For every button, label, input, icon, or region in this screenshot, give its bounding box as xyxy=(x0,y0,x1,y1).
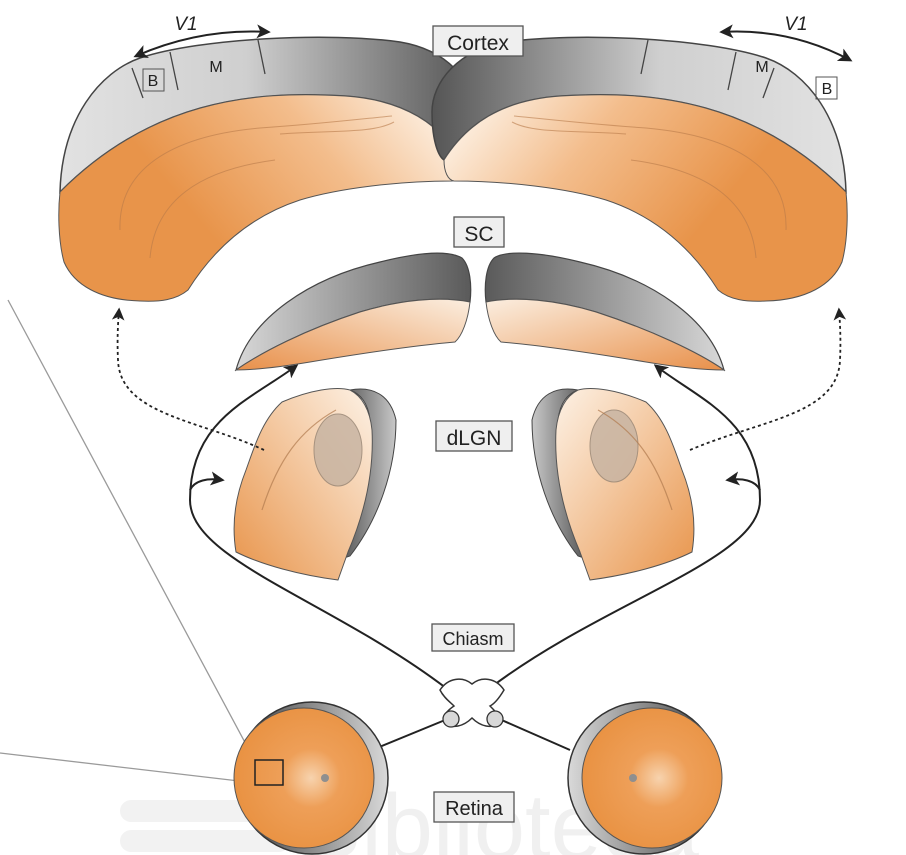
dlgn-left-nucleus xyxy=(314,414,362,486)
cortex-left-monocular-label: M xyxy=(209,59,222,76)
label-retina-text: Retina xyxy=(445,798,504,820)
label-sc-text: SC xyxy=(464,223,493,246)
v1-left-label: V1 xyxy=(174,14,197,35)
label-sc: SC xyxy=(454,217,504,247)
label-dlgn: dLGN xyxy=(436,421,512,451)
thalamocortical-right xyxy=(690,310,840,450)
dlgn-left xyxy=(234,389,396,581)
eye-left xyxy=(234,702,388,854)
chiasm-node-left xyxy=(443,711,459,727)
cortex-right-binocular-label: B xyxy=(822,81,833,98)
dlgn-right xyxy=(532,389,694,581)
eye-left-fovea xyxy=(321,774,329,782)
v1-right-label: V1 xyxy=(784,14,807,35)
eye-right-retina xyxy=(582,708,722,848)
label-cortex: Cortex xyxy=(433,26,523,56)
optic-tract-left-branch xyxy=(190,479,222,490)
chiasm-node-right xyxy=(487,711,503,727)
sc-left xyxy=(236,253,471,370)
eye-right-fovea xyxy=(629,774,637,782)
label-dlgn-text: dLGN xyxy=(447,427,502,450)
thalamocortical-left xyxy=(118,310,264,450)
eye-right xyxy=(568,702,722,854)
cortex-left-binocular-label: B xyxy=(148,73,159,90)
label-chiasm-text: Chiasm xyxy=(442,629,503,649)
label-chiasm: Chiasm xyxy=(432,624,514,651)
optic-nerve-right xyxy=(497,718,570,750)
sc-right xyxy=(485,253,724,370)
label-cortex-text: Cortex xyxy=(447,32,509,55)
inset-pointer-lines xyxy=(0,300,256,783)
optic-nerve-left xyxy=(372,718,450,750)
optic-tract-right-branch xyxy=(728,479,760,490)
label-retina: Retina xyxy=(434,792,514,822)
optic-chiasm xyxy=(440,679,504,727)
cortex-right-monocular-label: M xyxy=(755,59,768,76)
